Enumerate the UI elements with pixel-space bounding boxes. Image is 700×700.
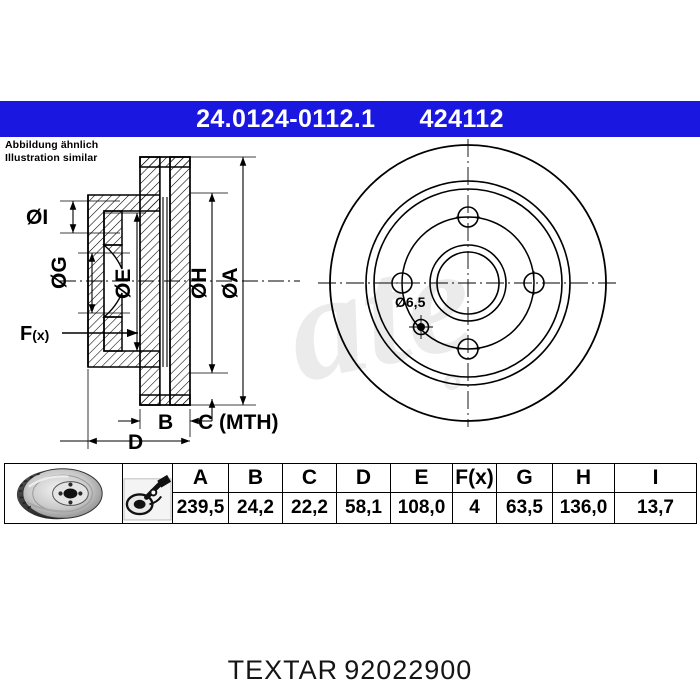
reference-number: 424112 (419, 104, 504, 133)
table-header-d: D (336, 463, 391, 493)
table-value-g: 63,5 (496, 492, 553, 524)
table-value-row: 239,5 24,2 22,2 58,1 108,0 4 63,5 136,0 … (5, 492, 697, 524)
header-text-group: 24.0124-0112.1 424112 (196, 104, 504, 133)
locating-hole (409, 315, 433, 339)
table-header-h: H (552, 463, 615, 493)
bolt-holes (390, 206, 545, 360)
brake-disc-photo-cell (4, 463, 123, 524)
header-bar: 24.0124-0112.1 424112 (0, 101, 700, 137)
label-dim-b: B (158, 411, 173, 434)
brake-disc-photo (16, 468, 103, 520)
label-dia-e: ØE (112, 269, 135, 299)
table-value-fx: 4 (452, 492, 497, 524)
table-value-a: 239,5 (172, 492, 229, 524)
brake-disc-drawing: ate (20, 139, 620, 454)
table-value-i: 13,7 (614, 492, 697, 524)
label-dim-c: C (MTH) (198, 411, 278, 434)
label-dim-d: D (128, 431, 143, 454)
table-header-row: A B C D E F(x) G H I (4, 463, 697, 524)
label-dia-h: ØH (188, 268, 211, 300)
label-force-fx: F(x) (20, 323, 49, 345)
label-bolt-hole-dia: Ø6,5 (395, 294, 426, 310)
table-header-b: B (228, 463, 283, 493)
illustration-note: Abbildung ähnlich Illustration similar (5, 139, 98, 164)
label-dia-g: ØG (48, 256, 71, 289)
illustration-note-en: Illustration similar (5, 151, 98, 164)
table-value-b: 24,2 (228, 492, 283, 524)
part-number: 24.0124-0112.1 (196, 104, 376, 133)
table-header-c: C (282, 463, 337, 493)
label-dia-a: ØA (219, 268, 242, 300)
table-header-e: E (390, 463, 453, 493)
illustration-note-de: Abbildung ähnlich (5, 139, 99, 151)
brand-code: 92022900 (344, 655, 473, 685)
table-header-i: I (614, 463, 697, 493)
table-header-g: G (496, 463, 553, 493)
table-header-a: A (172, 463, 229, 493)
table-value-c: 22,2 (282, 492, 337, 524)
micrometer-gauge-icon (123, 474, 172, 521)
table-header-fx: F(x) (452, 463, 497, 493)
dimension-table: A B C D E F(x) G H I 239,5 24,2 22,2 58,… (4, 463, 697, 524)
label-dia-i: ØI (26, 206, 48, 229)
brand-name: TEXTAR (227, 655, 339, 685)
gauge-icon-cell (122, 463, 173, 524)
table-value-e: 108,0 (390, 492, 453, 524)
table-value-h: 136,0 (552, 492, 615, 524)
face-view: Ø6,5 (318, 139, 620, 427)
cross-section-view: ØI ØG ØE ØH ØA F(x) (20, 156, 300, 454)
table-value-d: 58,1 (336, 492, 391, 524)
